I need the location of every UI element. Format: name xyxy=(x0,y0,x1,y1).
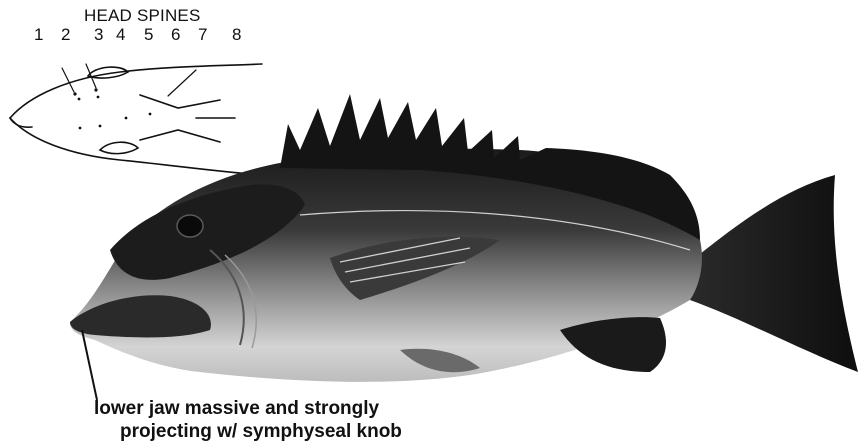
eye xyxy=(177,215,203,237)
caudal-fin xyxy=(690,175,858,372)
spine-pointer-7 xyxy=(168,70,196,96)
spine-pointer-1 xyxy=(62,68,74,92)
spine-pointers xyxy=(62,64,196,96)
caption-line-2: projecting w/ symphyseal knob xyxy=(120,421,402,443)
head-outline-diagram xyxy=(10,64,262,175)
rockfish-illustration xyxy=(70,94,858,382)
jaw-pointer-line xyxy=(82,330,97,400)
caption-line-1: lower jaw massive and strongly xyxy=(94,398,379,420)
